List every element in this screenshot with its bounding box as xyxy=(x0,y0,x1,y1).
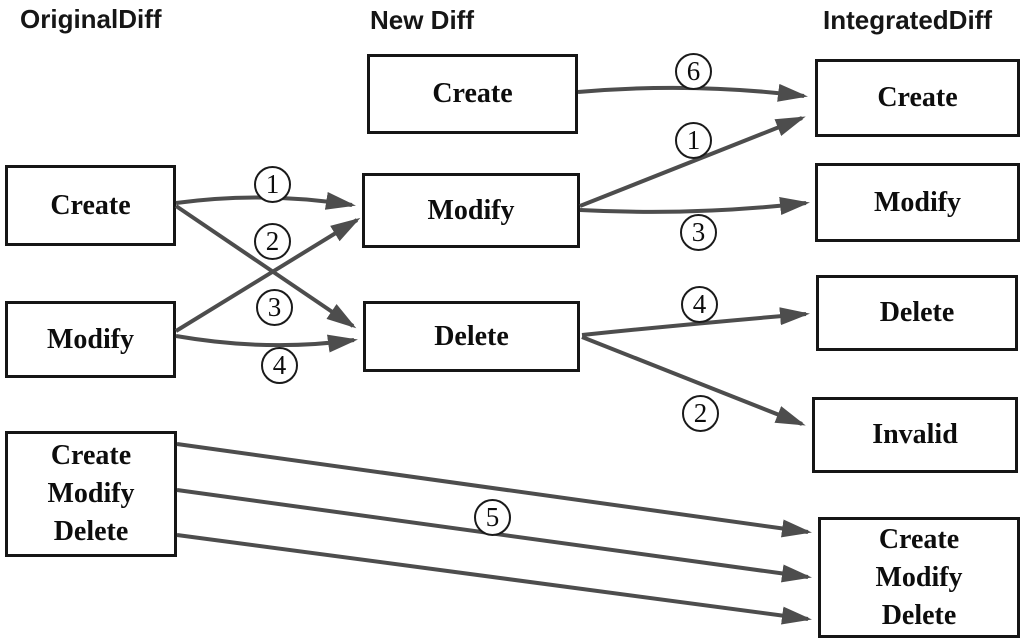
node-original-create-modify-delete: Create Modify Delete xyxy=(5,431,177,557)
node-new-modify: Modify xyxy=(362,173,580,248)
node-original-modify-label: Modify xyxy=(46,323,135,355)
node-new-create: Create xyxy=(367,54,578,134)
node-integrated-multi-line3: Delete xyxy=(881,599,957,631)
rule-badge-1-right: 1 xyxy=(675,122,712,159)
node-original-multi-line2: Modify xyxy=(47,478,135,509)
rule-badge-3-left: 3 xyxy=(256,289,293,326)
node-original-create-label: Create xyxy=(50,189,131,221)
rule-badge-2-left: 2 xyxy=(254,223,291,260)
node-integrated-invalid-label: Invalid xyxy=(872,419,958,450)
node-new-modify-label: Modify xyxy=(427,194,515,226)
arrow-5-passthrough-line-3 xyxy=(176,533,812,625)
node-integrated-modify: Modify xyxy=(815,163,1020,242)
column-header-newdiff: New Diff xyxy=(370,5,474,35)
node-original-multi-line3: Delete xyxy=(53,516,129,547)
rule-badge-4-left: 4 xyxy=(261,347,298,384)
node-new-delete-label: Delete xyxy=(434,320,509,352)
rule-badge-2-right: 2 xyxy=(682,395,719,432)
node-integrated-delete: Delete xyxy=(816,275,1018,351)
node-integrated-create-label: Create xyxy=(877,82,958,113)
node-integrated-multi-line2: Modify xyxy=(875,561,963,593)
node-integrated-invalid: Invalid xyxy=(812,397,1018,473)
node-original-multi-line1: Create xyxy=(50,440,132,471)
rule-badge-1-left: 1 xyxy=(254,166,291,203)
rule-badge-6-right: 6 xyxy=(675,53,712,90)
column-header-originaldiff: OriginalDiff xyxy=(20,4,162,34)
node-integrated-modify-label: Modify xyxy=(873,186,962,218)
column-header-integrateddiff: IntegratedDiff xyxy=(823,5,992,35)
rule-badge-4-right: 4 xyxy=(681,286,718,323)
node-new-delete: Delete xyxy=(363,301,580,372)
node-integrated-create-modify-delete: Create Modify Delete xyxy=(818,517,1020,638)
arrow-4-original-modify-to-new-delete xyxy=(175,334,358,353)
rule-badge-3-right: 3 xyxy=(680,214,717,251)
node-integrated-multi-line1: Create xyxy=(878,523,960,555)
node-integrated-create: Create xyxy=(815,59,1020,137)
arrow-3-new-modify-to-integrated-modify xyxy=(579,197,810,215)
node-new-create-label: Create xyxy=(432,78,513,109)
node-original-create: Create xyxy=(5,165,176,246)
rule-badge-5-bottom: 5 xyxy=(474,499,511,536)
node-integrated-delete-label: Delete xyxy=(879,297,955,328)
node-original-modify: Modify xyxy=(5,301,176,378)
